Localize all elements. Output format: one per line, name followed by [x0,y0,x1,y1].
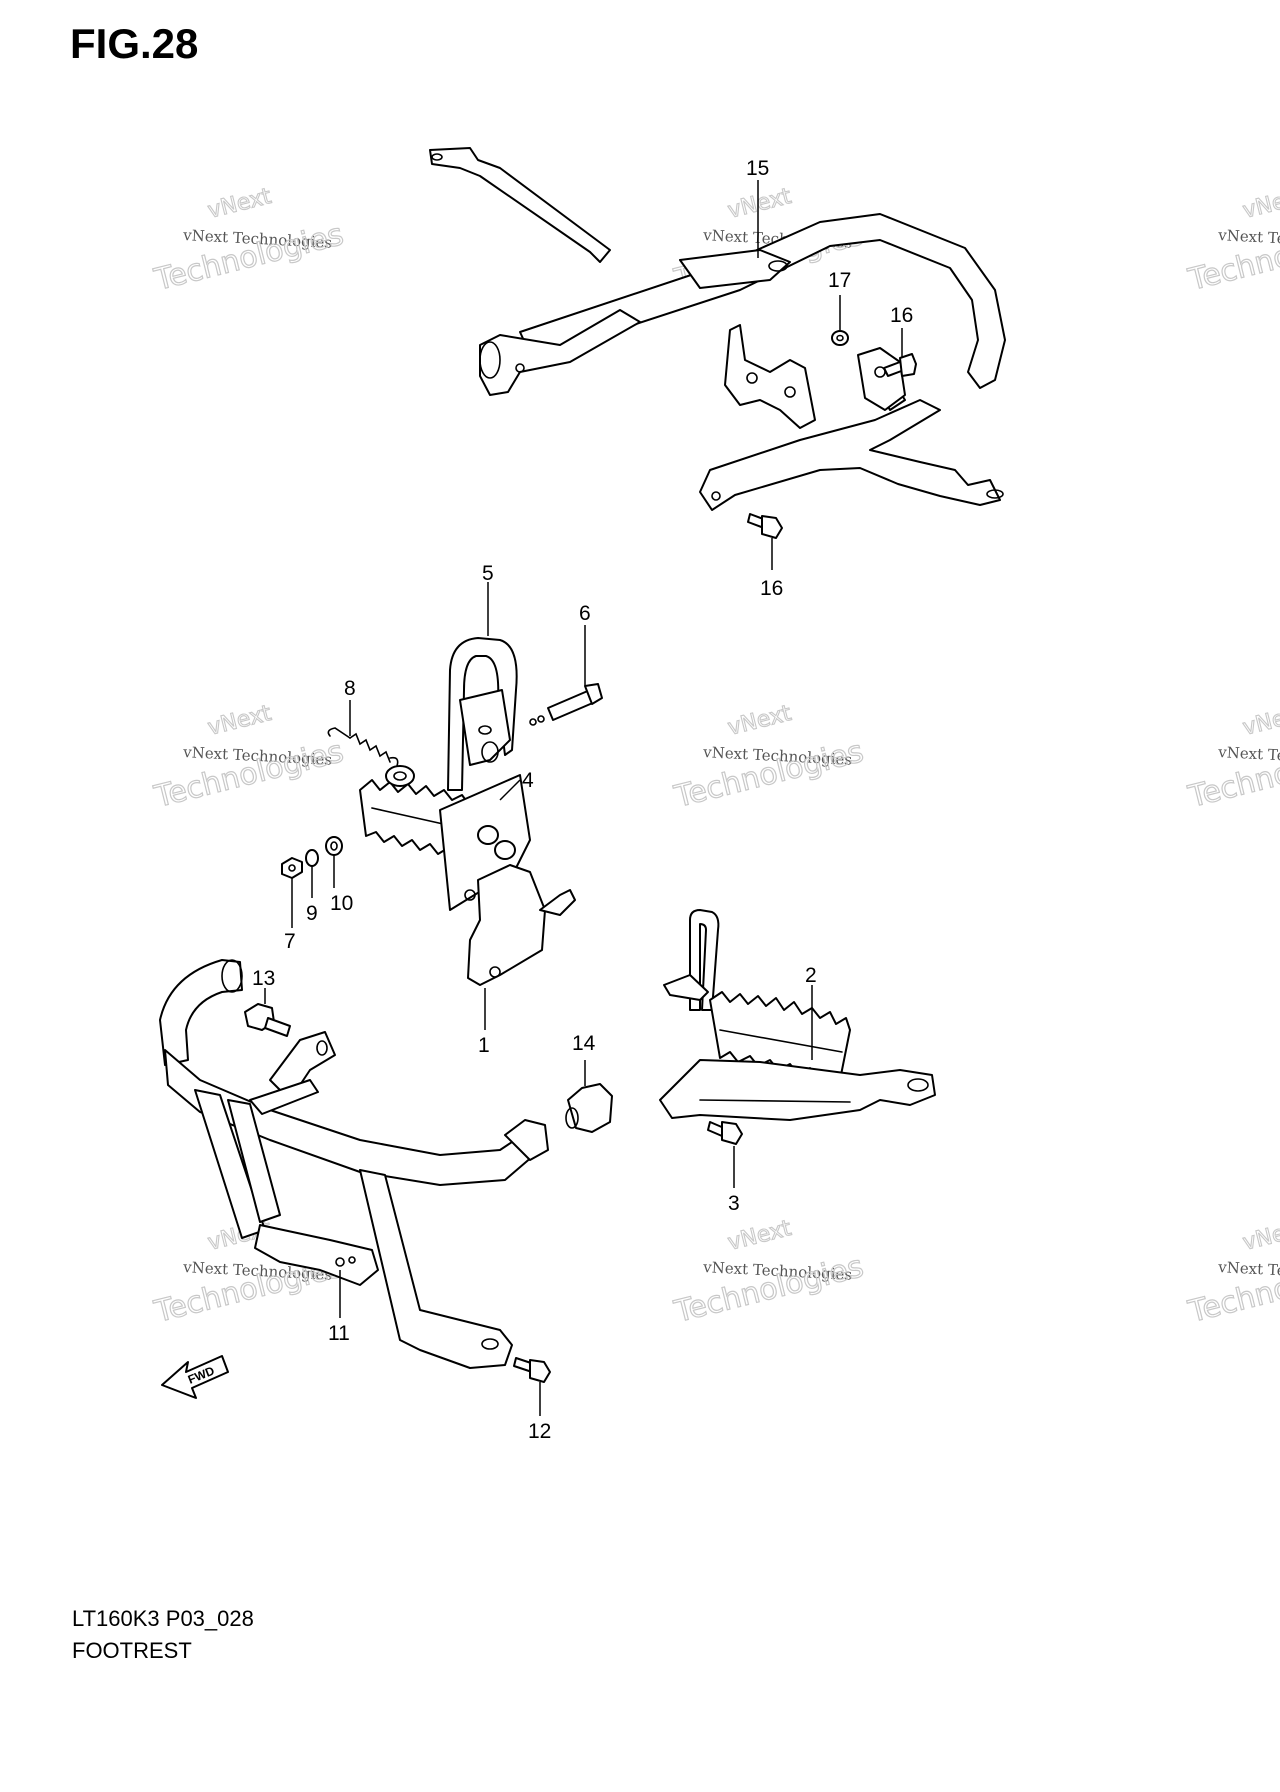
callout-8: 8 [344,677,356,700]
figure-title: FIG.28 [70,20,199,67]
callout-13: 13 [252,967,275,990]
part-15-frame-bracket [429,147,1006,539]
part-3-bolt [707,1121,743,1145]
svg-text:vNext: vNext [1240,184,1280,224]
svg-text:vNext: vNext [1240,701,1280,741]
watermark-mr: vNext vNext Technologies Technologies [1184,700,1280,815]
watermark-tl: vNext vNext Technologies Technologies [150,183,348,298]
callout-16-upper: 16 [890,304,913,327]
callout-4: 4 [522,769,534,792]
part-11-guard [159,959,549,1369]
callout-10: 10 [330,892,353,915]
part-6-pin [529,683,603,726]
svg-text:vNext: vNext [205,701,274,741]
part-4-footpeg [359,765,531,911]
watermark-tr: vNext vNext Technologies Technologies [1184,183,1280,298]
part-13-bolt [244,1003,291,1037]
callout-5: 5 [482,562,494,585]
part-12-bolt [513,1357,551,1383]
svg-text:vNext: vNext [725,184,794,224]
part-8-spring [327,727,399,767]
callout-7: 7 [284,930,296,953]
callout-1: 1 [478,1034,490,1057]
callout-6: 6 [579,602,591,625]
figure-name: FOOTREST [72,1638,192,1660]
part-10-washer [325,836,343,856]
svg-text:vNext: vNext [725,701,794,741]
callout-11: 11 [328,1322,350,1345]
watermark-mc: vNext vNext Technologies Technologies [670,700,868,815]
part-1-footpeg-stay [467,864,576,986]
leader-lines [264,180,903,1416]
callout-labels: 15 17 16 16 5 6 8 4 7 9 10 1 2 3 13 14 1… [252,157,913,1443]
callout-14: 14 [572,1032,596,1055]
svg-text:vNext: vNext [725,1216,794,1256]
callout-16-lower: 16 [760,577,783,600]
watermark-ml: vNext vNext Technologies Technologies [150,700,348,815]
part-14-cap [565,1083,613,1133]
callout-12: 12 [528,1420,551,1443]
fwd-arrow-icon: FWD [161,1355,229,1399]
callout-15: 15 [746,157,769,180]
svg-text:vNext: vNext [205,184,274,224]
part-2-footrest-right [659,909,936,1121]
callout-17: 17 [828,269,851,292]
watermark-bc: vNext vNext Technologies Technologies [670,1215,868,1330]
callout-2: 2 [805,964,817,987]
svg-text:vNext: vNext [1240,1216,1280,1256]
callout-9: 9 [306,902,318,925]
part-9-washer [305,849,319,867]
part-5-footrest-bracket [447,637,518,791]
model-code: LT160K3 P03_028 [72,1606,254,1631]
callout-3: 3 [728,1192,740,1215]
watermark-br: vNext vNext Technologies Technologies [1184,1215,1280,1330]
part-7-nut [281,857,303,879]
